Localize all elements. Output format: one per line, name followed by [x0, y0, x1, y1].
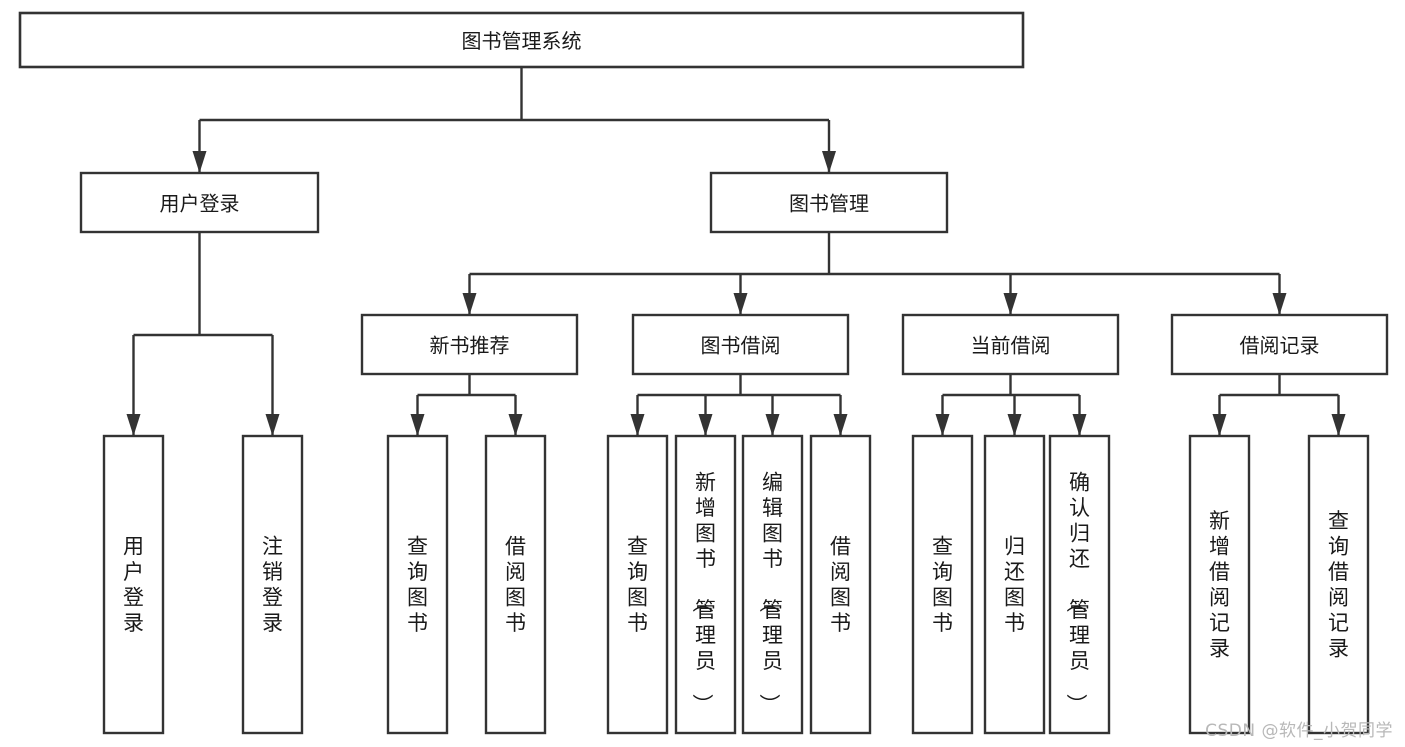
node-box[interactable]: [809, 434, 872, 735]
node-label: 借阅图书: [830, 534, 851, 635]
node-box[interactable]: [360, 313, 579, 376]
node-label: 编辑图书（管理员）: [757, 471, 783, 715]
node-box[interactable]: [1170, 313, 1389, 376]
node-leaf-add-record[interactable]: 新增借阅记录: [1188, 434, 1251, 735]
node-leaf-query-book-1[interactable]: 查询图书: [386, 434, 449, 735]
edge-group-borrow-record: [1212, 374, 1346, 436]
node-new-book-rec[interactable]: 新书推荐: [360, 313, 579, 376]
node-borrow-record[interactable]: 借阅记录: [1170, 313, 1389, 376]
node-label: 注销登录: [262, 534, 283, 635]
node-label: 当前借阅: [971, 334, 1051, 358]
node-leaf-return-book[interactable]: 归还图书: [983, 434, 1046, 735]
node-label: 图书管理系统: [462, 29, 582, 53]
node-box[interactable]: [741, 434, 804, 735]
node-label: 图书管理: [789, 192, 869, 216]
node-box[interactable]: [386, 434, 449, 735]
node-box[interactable]: [631, 313, 850, 376]
arrow-head-icon: [698, 414, 713, 436]
arrow-head-icon: [1212, 414, 1227, 436]
connectors-layer: [126, 67, 1346, 436]
node-label: 用户登录: [123, 534, 144, 635]
node-leaf-query-record[interactable]: 查询借阅记录: [1307, 434, 1370, 735]
arrow-head-icon: [508, 414, 523, 436]
edge-group-user-login: [126, 232, 280, 436]
edge-group-root: [192, 67, 836, 173]
arrow-head-icon: [265, 414, 280, 436]
arrow-head-icon: [1003, 293, 1018, 315]
node-box[interactable]: [18, 11, 1025, 69]
node-label: 新增图书（管理员）: [690, 471, 716, 715]
node-box[interactable]: [901, 313, 1120, 376]
nodes-layer: 图书管理系统用户登录图书管理新书推荐图书借阅当前借阅借阅记录用户登录注销登录查询…: [18, 11, 1389, 735]
arrow-head-icon: [822, 151, 836, 173]
node-label: 查询图书: [407, 534, 428, 635]
node-box[interactable]: [674, 434, 737, 735]
edge-group-new-book-rec: [410, 374, 523, 436]
node-box[interactable]: [709, 171, 949, 234]
csdn-watermark: CSDN @软件_小贺同学: [1205, 721, 1393, 741]
arrow-head-icon: [1072, 414, 1087, 436]
node-box[interactable]: [102, 434, 165, 735]
node-label: 借阅记录: [1240, 334, 1320, 358]
node-leaf-user-logout[interactable]: 注销登录: [241, 434, 304, 735]
node-box[interactable]: [241, 434, 304, 735]
arrow-head-icon: [192, 151, 207, 173]
node-leaf-add-book[interactable]: 新增图书（管理员）: [674, 434, 737, 735]
edge-group-book-borrow: [630, 374, 848, 436]
node-box[interactable]: [983, 434, 1046, 735]
node-user-login[interactable]: 用户登录: [79, 171, 320, 234]
arrow-head-icon: [630, 414, 645, 436]
arrow-head-icon: [126, 414, 141, 436]
node-box[interactable]: [1307, 434, 1370, 735]
node-leaf-query-book-3[interactable]: 查询图书: [911, 434, 974, 735]
node-leaf-user-login[interactable]: 用户登录: [102, 434, 165, 735]
node-box[interactable]: [1188, 434, 1251, 735]
node-leaf-confirm-return[interactable]: 确认归还（管理员）: [1048, 434, 1111, 735]
arrow-head-icon: [1331, 414, 1346, 436]
node-label: 查询借阅记录: [1328, 509, 1349, 661]
arrow-head-icon: [733, 293, 748, 315]
node-box[interactable]: [1048, 434, 1111, 735]
arrow-head-icon: [410, 414, 425, 436]
node-label: 新书推荐: [430, 334, 510, 358]
node-leaf-query-book-2[interactable]: 查询图书: [606, 434, 669, 735]
node-leaf-borrow-book-2[interactable]: 借阅图书: [809, 434, 872, 735]
node-book-borrow[interactable]: 图书借阅: [631, 313, 850, 376]
node-box[interactable]: [911, 434, 974, 735]
node-label: 新增借阅记录: [1209, 509, 1230, 661]
arrow-head-icon: [833, 414, 848, 436]
arrow-head-icon: [462, 293, 477, 315]
node-label: 查询图书: [932, 534, 953, 635]
arrow-head-icon: [935, 414, 950, 436]
arrow-head-icon: [765, 414, 780, 436]
node-label: 查询图书: [627, 534, 648, 635]
arrow-head-icon: [1007, 414, 1022, 436]
node-label: 用户登录: [160, 192, 240, 216]
node-label: 借阅图书: [505, 534, 526, 635]
node-book-manage[interactable]: 图书管理: [709, 171, 949, 234]
node-box[interactable]: [484, 434, 547, 735]
node-leaf-borrow-book-1[interactable]: 借阅图书: [484, 434, 547, 735]
node-label: 归还图书: [1004, 534, 1025, 635]
node-box[interactable]: [79, 171, 320, 234]
node-label: 确认归还（管理员）: [1064, 471, 1090, 715]
node-root[interactable]: 图书管理系统: [18, 11, 1025, 69]
edge-group-book-manage: [462, 232, 1287, 315]
node-leaf-edit-book[interactable]: 编辑图书（管理员）: [741, 434, 804, 735]
node-label: 图书借阅: [701, 334, 781, 358]
arrow-head-icon: [1272, 293, 1287, 315]
node-box[interactable]: [606, 434, 669, 735]
edge-group-current-borrow: [935, 374, 1087, 436]
node-current-borrow[interactable]: 当前借阅: [901, 313, 1120, 376]
